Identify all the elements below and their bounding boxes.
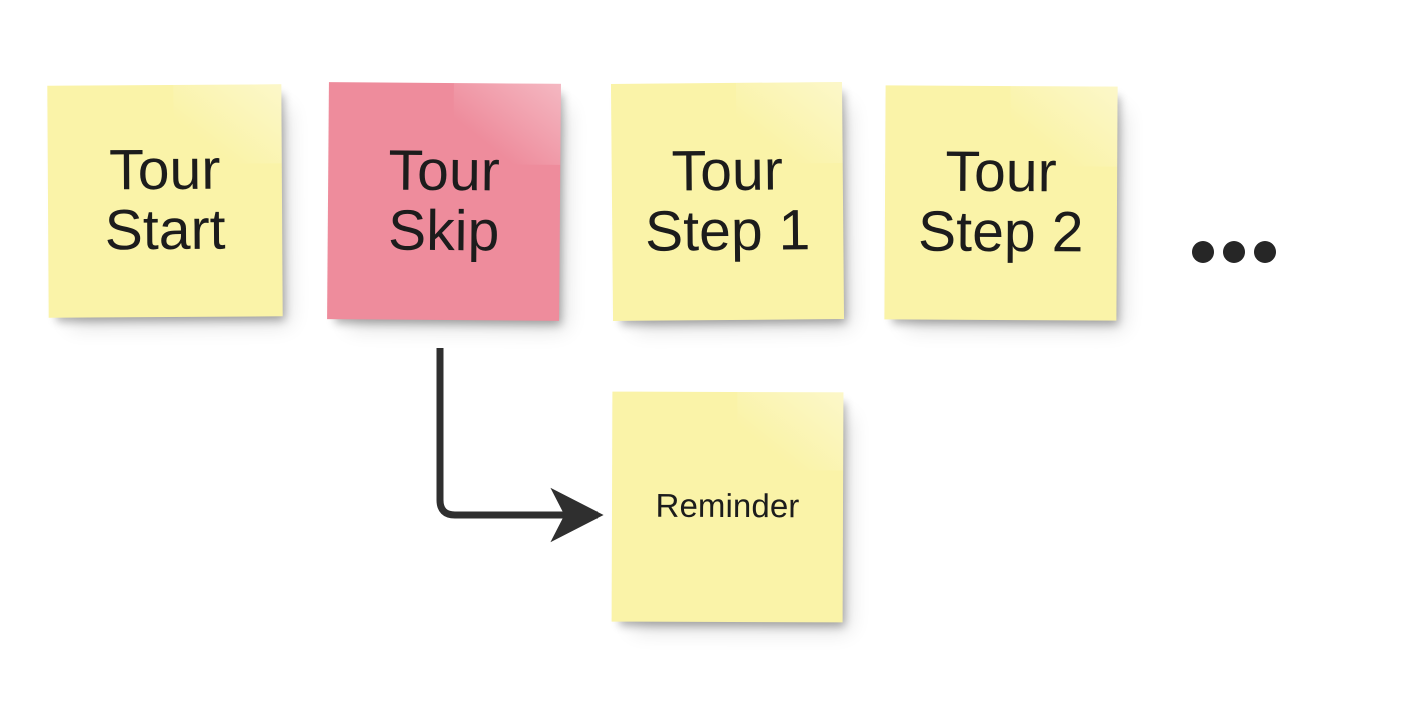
ellipsis-more-steps-icon [1192,224,1276,280]
ellipsis-dot [1192,241,1214,263]
sticky-note-label: Tour Step 1 [644,138,811,264]
sticky-note-label: Reminder [655,486,800,524]
sticky-note-tour-start[interactable]: Tour Start [47,84,283,318]
sticky-note-label: Tour Skip [387,138,501,263]
ellipsis-dot [1254,241,1276,263]
sticky-note-reminder[interactable]: Reminder [611,391,844,623]
sticky-note-tour-skip[interactable]: Tour Skip [327,82,561,321]
sticky-note-label: Tour Start [104,137,226,263]
sticky-note-tour-step-1[interactable]: Tour Step 1 [610,81,845,322]
connector-path [436,348,604,543]
sticky-note-tour-step-2[interactable]: Tour Step 2 [884,85,1118,321]
sticky-note-label: Tour Step 2 [917,139,1084,265]
ellipsis-dot [1223,241,1245,263]
